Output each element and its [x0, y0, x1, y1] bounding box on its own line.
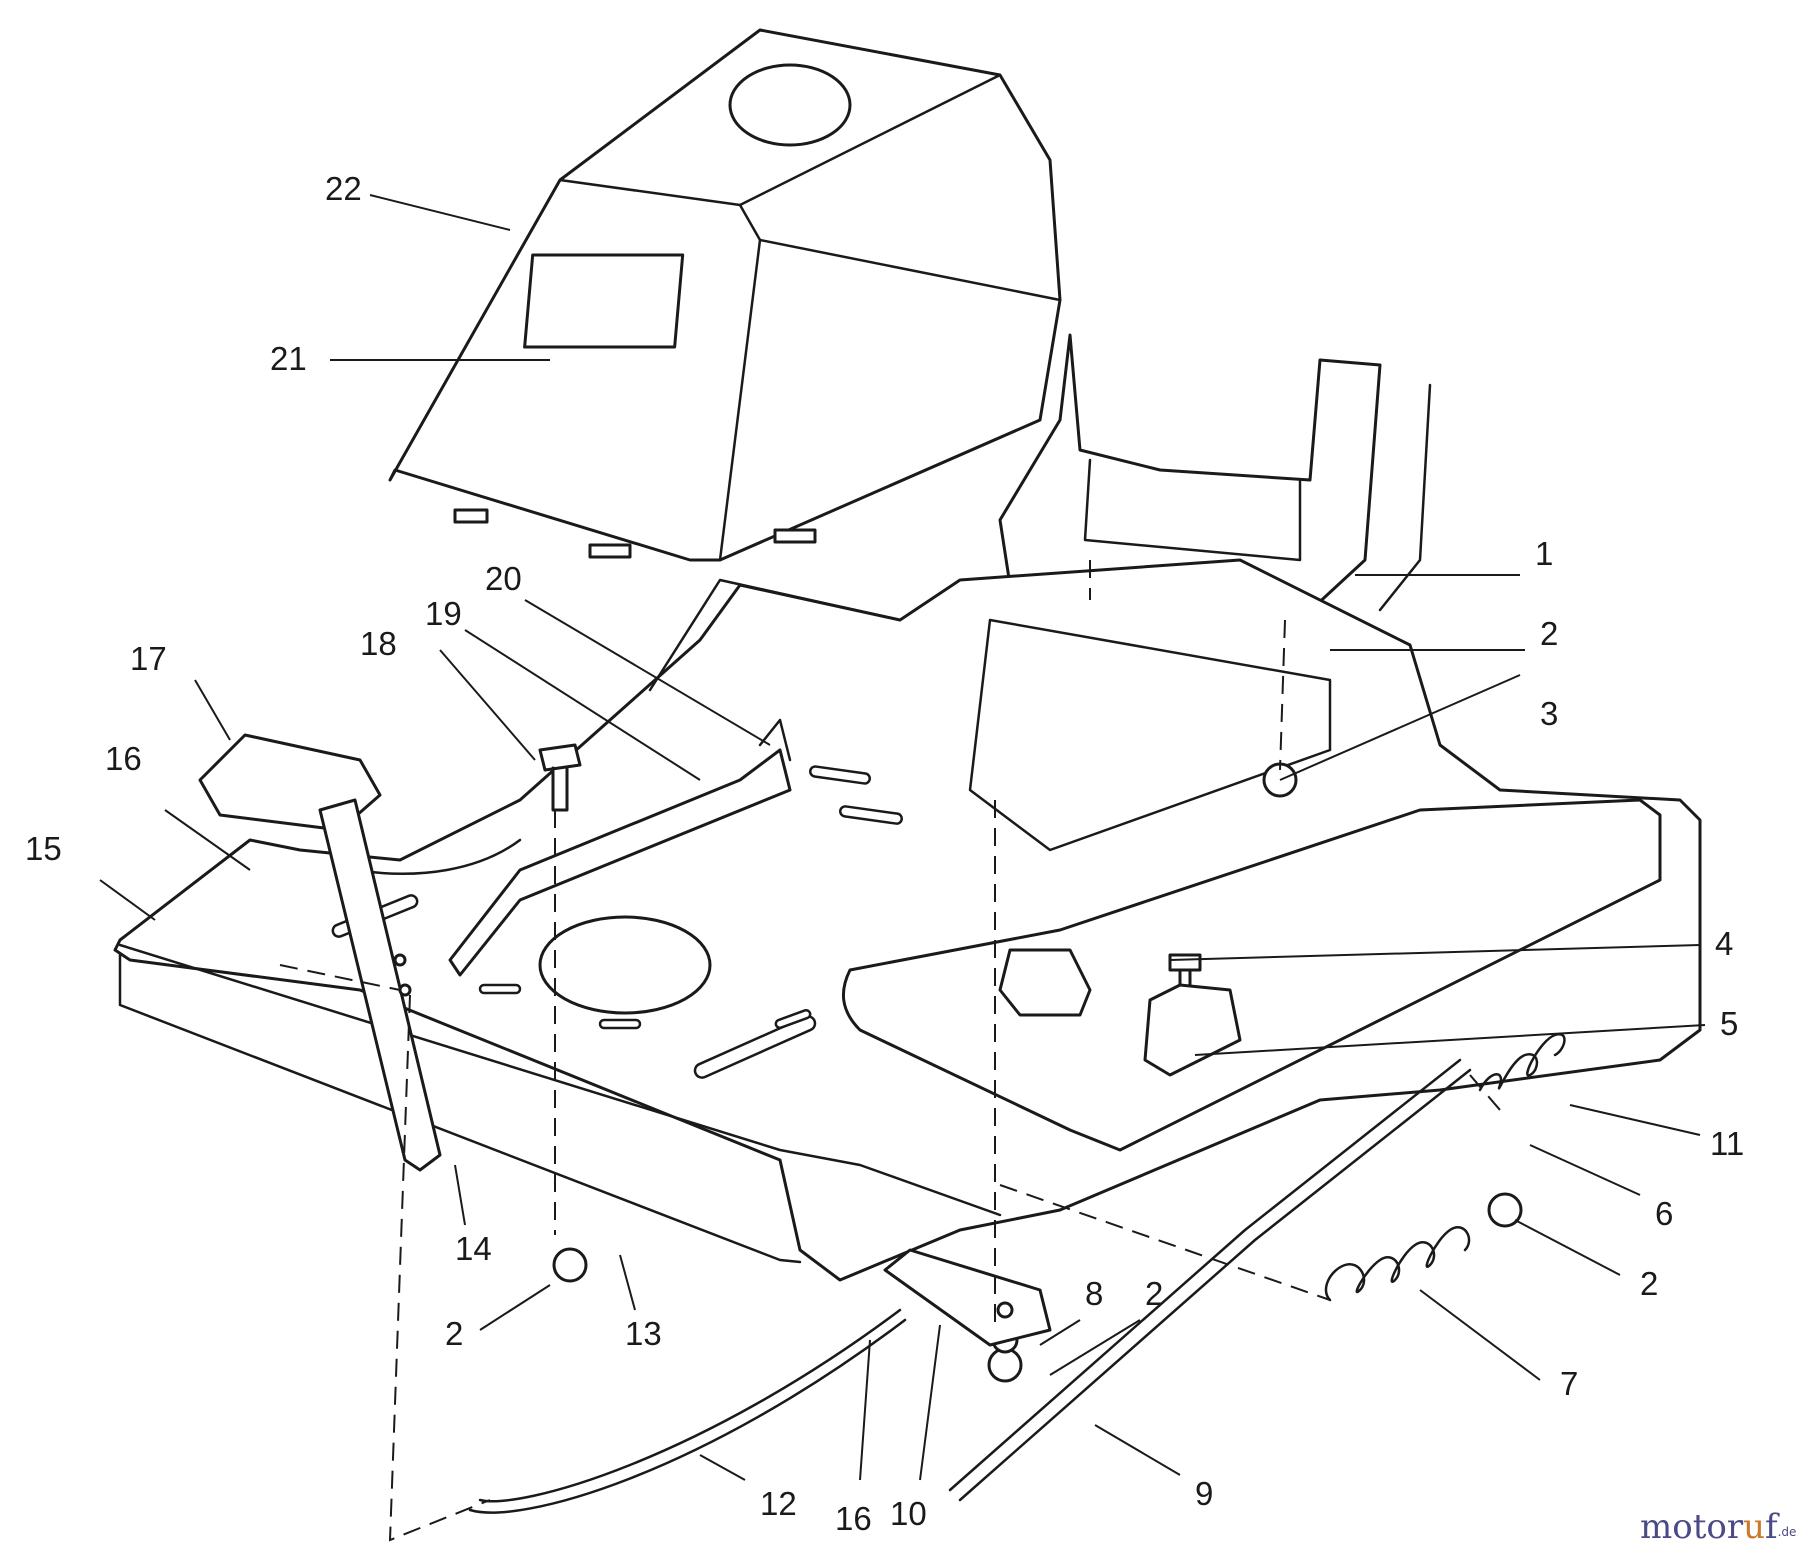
slot: [839, 805, 903, 825]
watermark-part1: motor: [1640, 1507, 1744, 1547]
callout-9: 9: [1195, 1475, 1213, 1512]
assembly-lines: [279, 560, 1501, 1542]
slot: [478, 983, 522, 995]
nut-icon: [1487, 1192, 1523, 1228]
callouts: 1 2 3 4 5 11 6 2 7 8 2 9 10 16 12 13 2 1…: [25, 170, 1744, 1537]
callout-3: 3: [1540, 695, 1558, 732]
svg-text:motoruf.de: motoruf.de: [1640, 1507, 1796, 1547]
callout-21: 21: [270, 340, 307, 377]
plate: [1143, 983, 1242, 1077]
slot: [774, 1008, 812, 1030]
callout-16a: 16: [105, 740, 142, 777]
callout-2: 2: [1540, 615, 1558, 652]
slot: [808, 765, 872, 785]
callout-11: 11: [1710, 1125, 1744, 1162]
bolt-icon: [538, 743, 582, 812]
callout-22: 22: [325, 170, 362, 207]
callout-13: 13: [625, 1315, 662, 1352]
mounting-bracket: [448, 718, 792, 977]
callout-2d: 2: [445, 1315, 463, 1352]
callout-5: 5: [1720, 1005, 1738, 1042]
slot: [693, 1015, 817, 1079]
hood-tab: [453, 508, 489, 524]
hardware: [538, 743, 1523, 1383]
hood-window: [523, 253, 685, 349]
leader-lines: [99, 194, 1706, 1481]
callout-19: 19: [425, 595, 462, 632]
callout-4: 4: [1715, 925, 1733, 962]
slot: [598, 1018, 642, 1030]
hood-hole: [728, 63, 852, 147]
callout-18: 18: [360, 625, 397, 662]
callout-15: 15: [25, 830, 62, 867]
rod: [468, 1058, 1472, 1514]
watermark-part3: f: [1765, 1507, 1780, 1547]
callout-2b: 2: [1640, 1265, 1658, 1302]
callout-12: 12: [760, 1485, 797, 1522]
fender-deck: [113, 558, 1702, 1282]
callout-1: 1: [1535, 535, 1553, 572]
hood-cover: [388, 28, 1062, 562]
callout-20: 20: [485, 560, 522, 597]
hood-tab: [588, 543, 632, 559]
callout-7: 7: [1560, 1365, 1578, 1402]
callout-14: 14: [455, 1230, 492, 1267]
callout-10: 10: [890, 1495, 927, 1532]
callout-17: 17: [130, 640, 167, 677]
watermark-part2: u: [1743, 1507, 1765, 1547]
callout-8: 8: [1085, 1275, 1103, 1312]
plate: [883, 1248, 1052, 1347]
hood-tab: [773, 528, 817, 544]
nut-icon: [987, 1347, 1023, 1383]
callout-2c: 2: [1145, 1275, 1163, 1312]
deck-hole: [538, 915, 712, 1015]
watermark: motoruf.de: [1640, 1507, 1796, 1547]
nut-icon: [552, 1247, 588, 1283]
callout-16b: 16: [835, 1500, 872, 1537]
watermark-suffix: .de: [1778, 1525, 1797, 1539]
callout-6: 6: [1655, 1195, 1673, 1232]
